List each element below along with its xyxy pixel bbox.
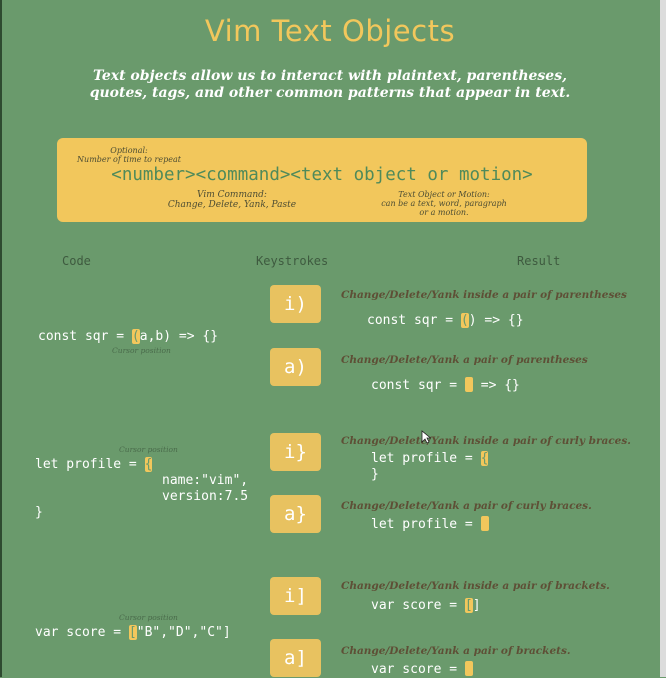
result-around-bracket: var score = — [371, 661, 473, 678]
object-note: Text Object or Motion: can be a text, wo… — [373, 190, 515, 217]
curly-code-pre: let profile = — [35, 457, 145, 472]
paren-code: const sqr = (a,b) => {} — [38, 329, 218, 345]
column-header-code: Code — [62, 254, 91, 268]
desc-around-paren: Change/Delete/Yank a pair of parentheses — [341, 354, 588, 366]
result-inner-curly-pre: let profile = — [371, 451, 481, 466]
optional-note: Optional: Number of time to repeat — [69, 146, 189, 164]
column-header-keystrokes: Keystrokes — [256, 254, 329, 268]
desc-inner-paren: Change/Delete/Yank inside a pair of pare… — [341, 289, 627, 301]
page-title: Vim Text Objects — [204, 14, 456, 48]
result-inner-bracket-post: ] — [472, 598, 481, 613]
key-around-curly: a} — [270, 495, 321, 533]
bracket-code-pre: var score = — [35, 625, 129, 640]
curly-code-line-4: } — [35, 505, 43, 520]
right-scroll-edge[interactable] — [660, 0, 666, 677]
result-around-paren-cursor — [464, 377, 473, 392]
bracket-cursor-note: Cursor position — [119, 613, 178, 622]
result-around-curly-cursor — [480, 516, 489, 531]
optional-label: Optional: — [110, 146, 148, 155]
result-around-curly-pre: let profile = — [371, 517, 481, 532]
result-inner-curly-line-2: } — [371, 467, 379, 482]
result-inner-bracket: var score = [] — [371, 598, 481, 614]
paren-cursor-note: Cursor position — [112, 346, 171, 355]
page-subtitle: Text objects allow us to interact with p… — [40, 68, 620, 102]
paren-code-cursor: ( — [131, 329, 140, 344]
object-label: Text Object or Motion: — [398, 190, 490, 199]
desc-around-bracket: Change/Delete/Yank a pair of brackets. — [341, 645, 571, 657]
result-around-bracket-pre: var score = — [371, 662, 465, 677]
desc-around-curly: Change/Delete/Yank a pair of curly brace… — [341, 500, 592, 512]
curly-code-line-2: name:"vim", — [162, 473, 249, 488]
result-around-paren-post: => {} — [472, 378, 520, 393]
result-inner-bracket-pre: var score = — [371, 598, 465, 613]
subtitle-line-2: quotes, tags, and other common patterns … — [89, 85, 571, 101]
result-inner-paren: const sqr = () => {} — [367, 313, 524, 329]
bracket-code: var score = ["B","D","C"] — [35, 625, 231, 641]
key-inner-curly: i} — [270, 433, 321, 471]
desc-inner-bracket: Change/Delete/Yank inside a pair of brac… — [341, 580, 610, 592]
key-inner-paren: i) — [270, 285, 321, 323]
curly-code-line-3: version:7.5 — [162, 489, 249, 504]
curly-code-cursor: { — [144, 457, 153, 472]
desc-inner-curly: Change/Delete/Yank inside a pair of curl… — [341, 435, 631, 447]
result-inner-bracket-cursor: [ — [464, 598, 473, 613]
bracket-code-cursor: [ — [128, 625, 137, 640]
result-around-paren: const sqr = => {} — [371, 377, 520, 394]
curly-code-line-1: let profile = { — [35, 457, 153, 473]
paren-code-pre: const sqr = — [38, 329, 132, 344]
result-around-paren-pre: const sqr = — [371, 378, 465, 393]
result-around-curly: let profile = — [371, 516, 489, 533]
result-inner-curly-cursor: { — [480, 451, 489, 466]
result-inner-paren-pre: const sqr = — [367, 313, 461, 328]
result-inner-paren-post: => {} — [476, 313, 524, 328]
left-frame-edge — [0, 0, 2, 677]
object-desc-1: can be a text, word, paragraph — [381, 199, 507, 208]
result-inner-curly-line-1: let profile = { — [371, 451, 489, 467]
key-around-paren: a) — [270, 348, 321, 386]
syntax-line: <number><command><text object or motion> — [111, 165, 533, 185]
result-around-bracket-cursor — [464, 661, 473, 676]
command-label: Vim Command: — [197, 190, 267, 200]
key-around-bracket: a] — [270, 639, 321, 677]
curly-cursor-note: Cursor position — [119, 445, 178, 454]
key-inner-bracket: i] — [270, 577, 321, 615]
syntax-box: Optional: Number of time to repeat <numb… — [57, 138, 587, 222]
command-desc: Change, Delete, Yank, Paste — [167, 200, 297, 210]
subtitle-line-1: Text objects allow us to interact with p… — [93, 68, 567, 84]
command-note: Vim Command: Change, Delete, Yank, Paste — [137, 190, 327, 210]
bracket-code-post: "B","D","C"] — [136, 625, 231, 640]
object-desc-2: or a motion. — [419, 208, 469, 217]
mouse-pointer-icon — [421, 430, 431, 444]
optional-desc: Number of time to repeat — [77, 155, 181, 164]
column-header-result: Result — [517, 254, 561, 268]
result-inner-paren-mid: ) — [468, 313, 477, 328]
result-inner-paren-cursor: ( — [460, 313, 469, 328]
paren-code-post: a,b) => {} — [139, 329, 219, 344]
